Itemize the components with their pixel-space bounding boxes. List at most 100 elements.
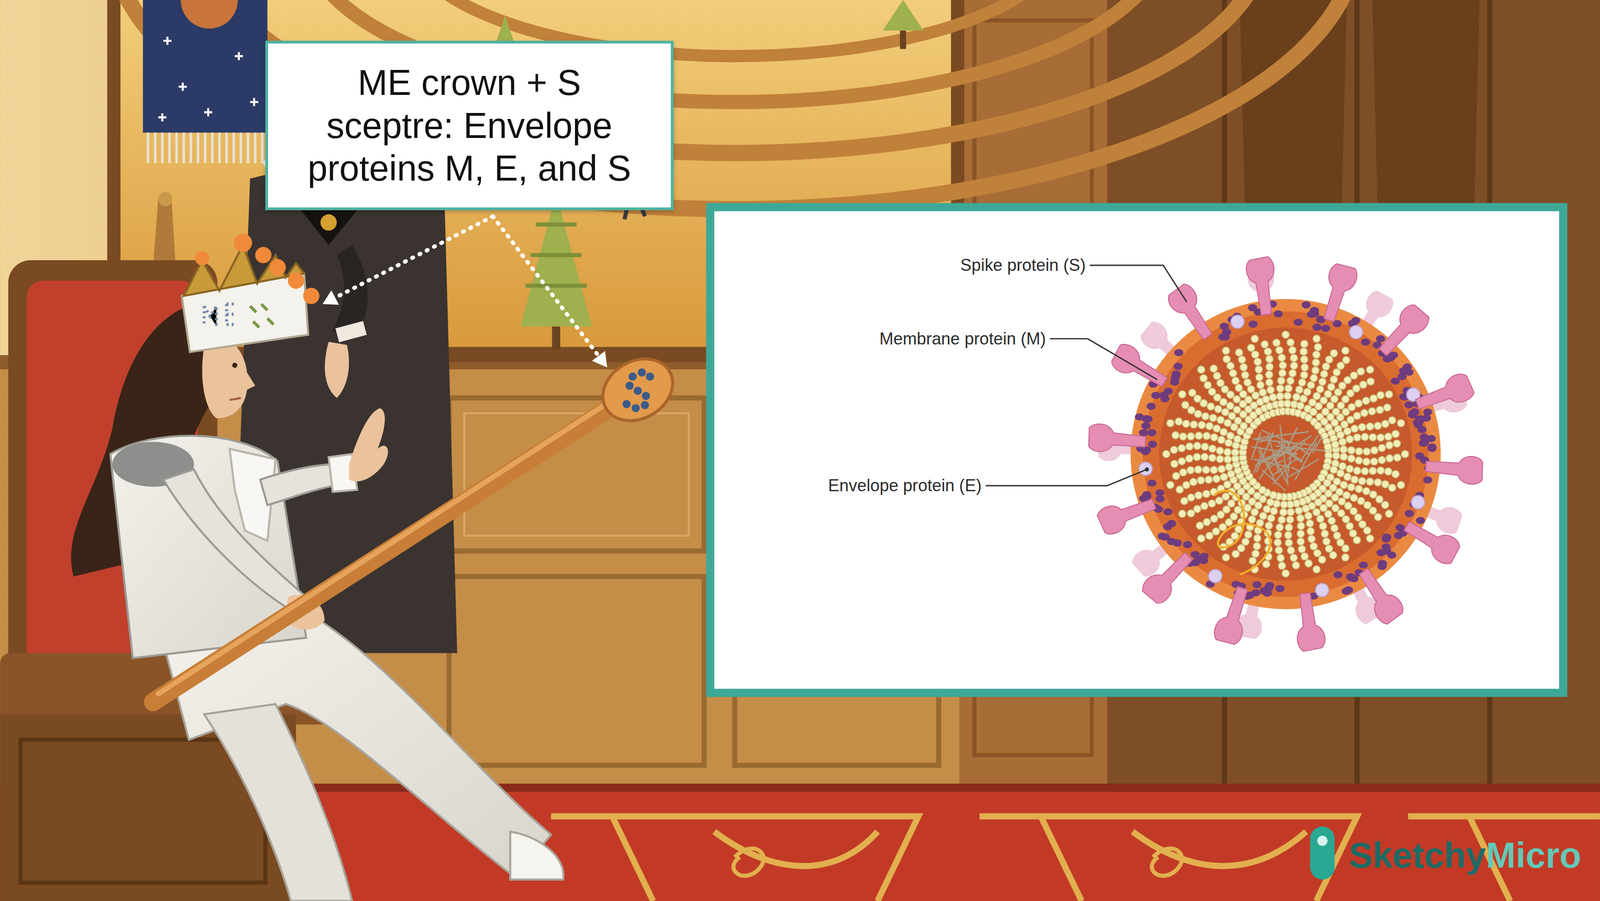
membrane-protein-dot <box>1423 408 1433 416</box>
nucleocapsid-bead <box>1340 420 1349 429</box>
nucleocapsid-bead <box>1201 443 1209 451</box>
nucleocapsid-bead <box>1280 500 1288 509</box>
nucleocapsid-bead <box>1262 395 1270 404</box>
label-holder: Membrane protein (M) <box>879 329 1047 349</box>
king-figure <box>229 398 241 400</box>
pointer-arrows <box>332 216 494 300</box>
coronavirus-illustration <box>1087 256 1485 652</box>
membrane-protein-dot <box>1273 310 1283 318</box>
nucleocapsid-bead <box>1235 348 1243 357</box>
nucleocapsid-bead <box>1170 460 1179 468</box>
nucleocapsid-bead <box>1367 377 1375 386</box>
membrane-protein-dot <box>1155 489 1165 497</box>
nucleocapsid-bead <box>1375 495 1384 503</box>
sceptre <box>641 391 650 400</box>
nucleocapsid-bead <box>1339 445 1348 454</box>
nucleocapsid-bead <box>1231 550 1240 558</box>
nucleocapsid-bead <box>1353 433 1362 442</box>
nucleocapsid-bead <box>1278 562 1286 570</box>
nucleocapsid-bead <box>1346 416 1355 424</box>
nucleocapsid-bead <box>1310 374 1318 382</box>
spike-protein <box>1211 583 1256 647</box>
core-mesh-line <box>1275 445 1326 451</box>
nucleocapsid-bead <box>1361 467 1369 475</box>
nucleocapsid-bead <box>1388 484 1396 492</box>
nucleocapsid-bead <box>1347 454 1356 463</box>
membrane-protein-dot <box>1252 581 1262 588</box>
nucleocapsid-bead <box>1340 452 1348 461</box>
nucleocapsid-bead <box>1316 385 1325 394</box>
membrane-protein-dot <box>1381 535 1391 543</box>
nucleocapsid-bead <box>1287 546 1295 555</box>
nucleocapsid-bead <box>1202 432 1211 440</box>
envelope-protein-blob <box>1208 569 1223 583</box>
nucleocapsid-bead <box>1337 469 1345 477</box>
nucleocapsid-bead <box>1374 513 1382 521</box>
nucleocapsid-bead <box>1208 454 1217 462</box>
membrane-protein-dot <box>1415 452 1425 460</box>
nucleocapsid-bead <box>1221 385 1229 394</box>
leader-lines <box>1144 467 1150 472</box>
nucleocapsid-bead <box>1187 432 1195 440</box>
nucleocapsid-bead <box>1340 481 1348 489</box>
sceptre <box>153 346 684 702</box>
nucleocapsid-bead <box>1337 509 1345 518</box>
membrane-protein-dot <box>1343 586 1354 594</box>
nucleocapsid-bead <box>1350 493 1358 502</box>
nucleocapsid-bead <box>1391 430 1400 438</box>
nucleocapsid-bead <box>1283 392 1292 400</box>
nucleocapsid-bead <box>1361 433 1369 441</box>
nucleocapsid-bead <box>1224 419 1232 427</box>
nucleocapsid-bead <box>1197 365 1206 374</box>
nucleocapsid-bead <box>1259 388 1267 397</box>
spike-protein <box>1244 256 1281 317</box>
nucleocapsid-bead <box>1298 545 1306 553</box>
nucleocapsid-bead <box>1385 441 1394 450</box>
nucleocapsid-bead <box>1208 444 1217 453</box>
spike-protein <box>1108 341 1172 395</box>
nucleocapsid-bead <box>1253 534 1262 542</box>
nucleocapsid-bead <box>1178 457 1186 465</box>
nucleocapsid-bead <box>1366 365 1374 374</box>
nucleocapsid-bead <box>1187 493 1195 502</box>
membrane-protein-dot <box>1169 378 1180 386</box>
nucleocapsid-bead <box>1229 369 1238 377</box>
nucleocapsid-bead <box>1297 522 1305 530</box>
landscape-painting <box>525 224 587 286</box>
nucleocapsid-bead <box>1354 513 1363 522</box>
envelope-protein-blobs <box>1138 315 1425 597</box>
core-mesh-line <box>1264 446 1283 462</box>
nucleocapsid-bead <box>1332 368 1341 376</box>
crown <box>183 244 305 296</box>
nucleocapsid-bead <box>1324 510 1332 518</box>
nucleocapsid-bead <box>1200 399 1208 407</box>
logo-icon <box>1310 826 1335 880</box>
membrane-protein-dot <box>1293 318 1303 326</box>
nucleocapsid-bead <box>1306 519 1314 528</box>
nucleocapsid-bead <box>1401 450 1409 458</box>
nucleocapsid-bead <box>1368 433 1377 442</box>
nucleocapsid-bead <box>1397 419 1405 427</box>
leader-lines <box>985 469 1147 486</box>
nucleocapsid-bead <box>1370 457 1378 466</box>
leader-lines <box>1089 265 1187 302</box>
spike-protein <box>1424 452 1484 485</box>
nucleocapsid-bead <box>1300 355 1308 363</box>
membrane-protein-dot <box>1427 444 1437 452</box>
nucleocapsid-bead <box>1179 468 1188 476</box>
sceptre <box>640 400 650 410</box>
nucleocapsid-bead <box>1322 537 1331 546</box>
sceptre <box>628 372 638 381</box>
membrane-protein-dot <box>1141 422 1151 430</box>
spike-proteins <box>1087 256 1485 652</box>
membrane-protein-dot <box>1320 324 1331 332</box>
nucleocapsid-bead <box>1193 453 1201 461</box>
nucleocapsid-bead <box>1181 401 1189 409</box>
nucleocapsid-bead <box>1383 403 1392 412</box>
nucleocapsid-bead <box>1276 384 1284 393</box>
carpet <box>733 848 1182 876</box>
nucleocapsid-bead <box>1316 515 1325 523</box>
nucleocapsid-bead <box>1217 436 1225 444</box>
nucleocapsid-bead <box>1296 401 1305 410</box>
